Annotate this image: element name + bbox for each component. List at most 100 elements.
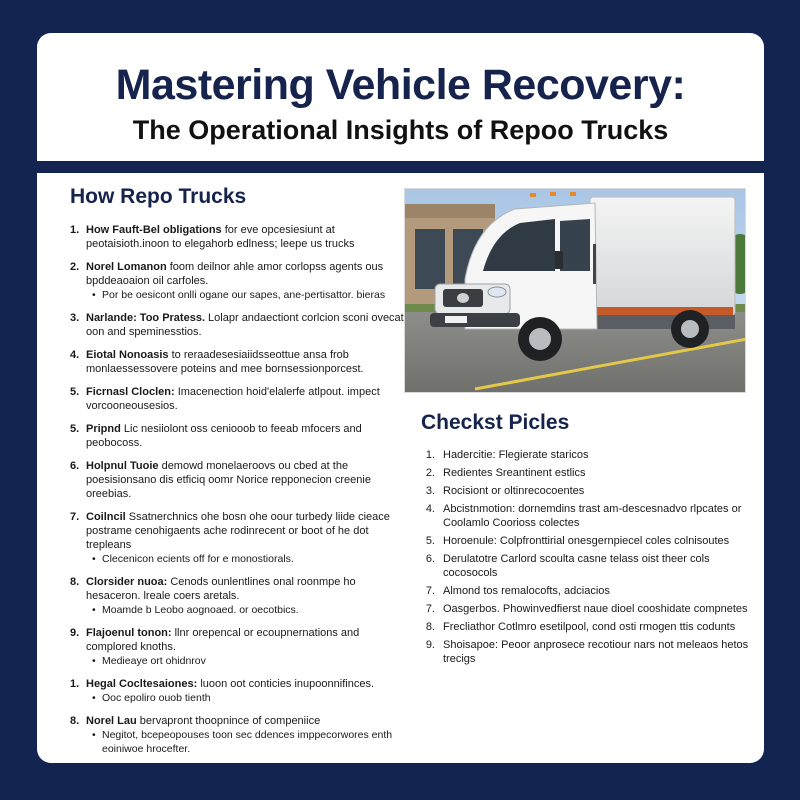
item-text: Lolapr andaectiont corlcion sconi ovecat… xyxy=(86,312,410,338)
item-body: Clorsider nuoa: Cenods ounlentlines onal… xyxy=(86,575,410,603)
checklist: 1. Hadercitie: Flegierate staricos 2. Redie… xyxy=(421,448,751,666)
item-term: Flajoenul tonon: xyxy=(86,627,172,639)
checklist-item: 9. Shoisapoe: Peoor anprosece recotiour n… xyxy=(421,638,751,666)
how-list-item: 4. Eiotal Nonoasis to reraadesesiaiidsseo… xyxy=(70,348,410,376)
item-number: 5. xyxy=(70,386,80,398)
item-text: to reraadesesiaiidsseottue ansa frob mon… xyxy=(86,349,364,375)
how-section-heading: How Repo Trucks xyxy=(70,185,247,208)
sub-bullet-item: • Por be oesicont onlli ogane our sapes, … xyxy=(70,288,410,302)
how-list-item: 1. How Fauft-Bel obligations for eve opce… xyxy=(70,223,410,251)
item-text: Frecliathor Cotlmro esetilpool, cond ost… xyxy=(443,621,736,633)
page-title: Mastering Vehicle Recovery: xyxy=(115,61,686,109)
item-text: Almond tos remalocofts, adciacios xyxy=(443,585,610,597)
item-body: Flajoenul tonon: llnr orepencal or ecoup… xyxy=(86,626,410,654)
sub-bullet-text: Negitot, bcepeopouses toon sec ddences i… xyxy=(102,729,393,755)
item-term: Eiotal Nonoasis xyxy=(86,349,169,361)
checklist-item: 3.Rocisiont or oltinrecocoentes xyxy=(421,484,751,498)
item-term: How Fauft-Bel obligations xyxy=(86,224,222,236)
item-text: luoon oot conticies inupoonnifinces. xyxy=(197,678,374,690)
item-text: Shoisapoe: Peoor anprosece recotiour nar… xyxy=(443,639,749,665)
item-number: 2. xyxy=(425,467,435,479)
item-body: Norel Lomanon foom deilnor ahle amor cor… xyxy=(86,260,410,288)
checklist-item: 8. Frecliathor Cotlmro esetilpool, cond o… xyxy=(421,620,751,634)
bullet-icon: • xyxy=(92,289,96,301)
item-text: Redientes Sreantinent estlics xyxy=(443,467,586,479)
item-text: Ssatnerchnics ohe bosn ohe oour turbedy … xyxy=(86,511,390,551)
bullet-icon: • xyxy=(92,729,96,741)
how-list-item: 3. Narlande: Too Pratess. Lolapr andaecti… xyxy=(70,311,410,339)
item-number: 8. xyxy=(425,621,435,633)
item-term: Ficrnasl Cloclen: xyxy=(86,386,175,398)
item-body: Hegal Cocltesaiones: luoon oot conticies… xyxy=(86,677,374,691)
how-list-item: 8. Norel Lau bervapront thoopnince of com… xyxy=(70,714,410,756)
item-text: Derulatotre Carlord scoulta casne telass… xyxy=(443,553,710,579)
item-body: Pripnd Lic nesiiolont oss ceniooob to fe… xyxy=(86,422,410,450)
item-number: 8. xyxy=(70,715,80,727)
how-list-item: 1. Hegal Cocltesaiones: luoon oot contici… xyxy=(70,677,410,705)
item-number: 8. xyxy=(70,576,80,588)
item-number: 4. xyxy=(70,349,80,361)
item-body: Ficrnasl Cloclen: Imacenection hoid'elal… xyxy=(86,385,410,413)
item-number: 5. xyxy=(425,535,435,547)
item-body: Narlande: Too Pratess. Lolapr andaection… xyxy=(86,311,410,339)
how-list-item: 8. Clorsider nuoa: Cenods ounlentlines on… xyxy=(70,575,410,617)
item-text: Horoenule: Colpfronttirial onesgernpiece… xyxy=(443,535,730,547)
item-term: Pripnd xyxy=(86,423,121,435)
page-subtitle: The Operational Insights of Repoo Trucks xyxy=(132,115,669,145)
checklist-item: 2. Redientes Sreantinent estlics xyxy=(421,466,751,480)
item-term: Narlande: Too Pratess. xyxy=(86,312,205,324)
item-term: Holpnul Tuoie xyxy=(86,460,159,472)
how-section: How Repo Trucks 1. How Fauft-Bel obligati… xyxy=(70,185,410,763)
sub-bullet-text: Moamde b Leobo aognoaed. or oecotbics. xyxy=(102,604,299,616)
item-number: 6. xyxy=(425,553,435,565)
sub-bullet-item: • Medieaye ort ohidnrov xyxy=(70,654,410,668)
item-number: 2. xyxy=(70,261,80,273)
checklist-item: 4.Abcistnmotion: dornemdins trast am-des… xyxy=(421,502,751,530)
item-body: Eiotal Nonoasis to reraadesesiaiidsseott… xyxy=(86,348,410,376)
sub-bullet-text: Medieaye ort ohidnrov xyxy=(102,655,206,667)
item-number: 5. xyxy=(70,423,80,435)
item-text: foom deilnor ahle amor corlopss agents o… xyxy=(86,261,384,287)
checklist-heading: Checkst Picles xyxy=(421,411,570,434)
item-body: How Fauft-Bel obligations for eve opcesi… xyxy=(86,223,410,251)
item-text: demowd monelaeroovs ou cbed at the poesi… xyxy=(86,460,371,500)
sub-bullet-item: •Ooc epoliro ouob tienth xyxy=(70,691,410,705)
how-list-item: 7.Coilncil Ssatnerchnics ohe bosn ohe oo… xyxy=(70,510,410,566)
bullet-icon: • xyxy=(92,655,96,667)
checklist-item: 7. Oasgerbos. Phowinvedfierst naue dioel … xyxy=(421,602,751,616)
sub-bullet-item: • Moamde b Leobo aognoaed. or oecotbics. xyxy=(70,603,410,617)
checklist-item: 6. Derulatotre Carlord scoulta casne tela… xyxy=(421,552,751,580)
how-list-item: 5. Ficrnasl Cloclen: Imacenection hoid'el… xyxy=(70,385,410,413)
item-number: 9. xyxy=(425,639,435,651)
item-term: Norel Lau xyxy=(86,715,137,727)
item-number: 1. xyxy=(425,449,435,461)
item-number: 7. xyxy=(70,511,80,523)
item-number: 6. xyxy=(70,460,80,472)
item-text: Oasgerbos. Phowinvedfierst naue dioel co… xyxy=(443,603,748,615)
how-list-item: 5. Pripnd Lic nesiiolont oss ceniooob to … xyxy=(70,422,410,450)
header: Mastering Vehicle Recovery: The Operatio… xyxy=(37,33,764,161)
item-text: Rocisiont or oltinrecocoentes xyxy=(443,485,585,497)
header-divider xyxy=(37,161,764,173)
item-number: 9. xyxy=(70,627,80,639)
item-text: Imacenection hoid'elalerfe atlpout. impe… xyxy=(86,386,380,412)
sub-bullet-text: Ooc epoliro ouob tienth xyxy=(102,692,211,704)
how-list-item: 2. Norel Lomanon foom deilnor ahle amor c… xyxy=(70,260,410,302)
bullet-icon: • xyxy=(92,604,96,616)
item-text: Hadercitie: Flegierate staricos xyxy=(443,449,589,461)
item-text: bervapront thoopnince of compeniice xyxy=(136,715,321,727)
item-number: 1. xyxy=(70,678,80,690)
infographic-card: Mastering Vehicle Recovery: The Operatio… xyxy=(37,33,764,763)
item-number: 3. xyxy=(70,312,80,324)
item-text: Lic nesiiolont oss ceniooob to feeab mfo… xyxy=(86,423,362,449)
how-list: 1. How Fauft-Bel obligations for eve opce… xyxy=(70,223,410,756)
item-term: Norel Lomanon xyxy=(86,261,167,273)
item-body: Norel Lau bervapront thoopnince of compe… xyxy=(86,714,320,728)
item-term: Clorsider nuoa: xyxy=(86,576,168,588)
sub-bullet-text: Por be oesicont onlli ogane our sapes, a… xyxy=(102,289,386,301)
item-number: 1. xyxy=(70,224,80,236)
item-text: llnr orepencal or ecoupnernations and co… xyxy=(86,627,360,653)
truck-image xyxy=(405,189,745,392)
item-number: 7. xyxy=(425,603,435,615)
sub-bullet-item: •Clecenicon ecients off for e monostiora… xyxy=(70,552,410,566)
